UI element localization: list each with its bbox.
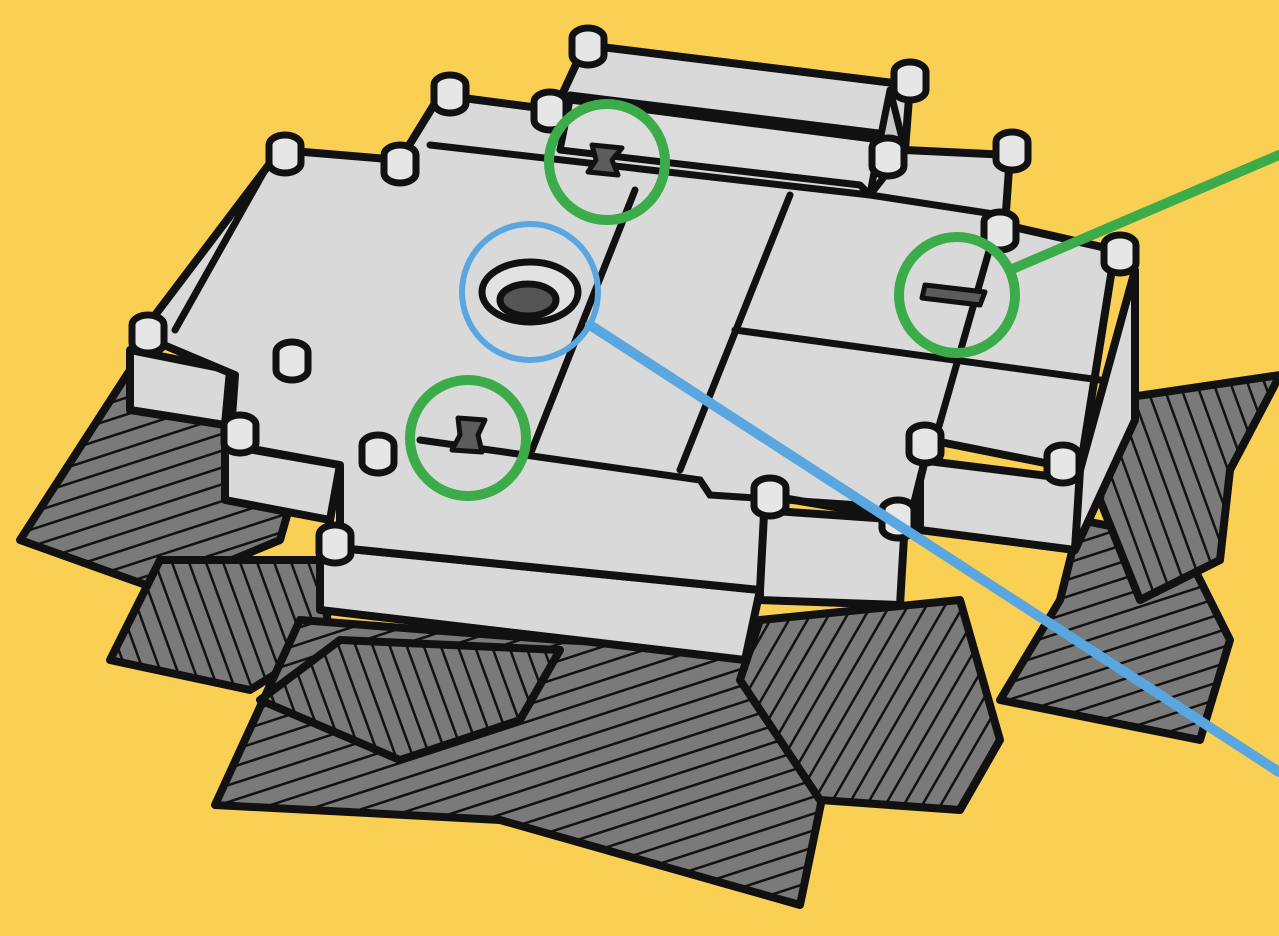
post — [276, 342, 308, 380]
post — [132, 315, 164, 353]
post — [362, 435, 394, 473]
hole-inner — [500, 284, 556, 316]
post — [319, 525, 351, 563]
post — [872, 138, 904, 176]
post — [1104, 235, 1136, 273]
post — [224, 415, 256, 453]
post — [384, 145, 416, 183]
post — [1047, 445, 1079, 483]
post — [754, 478, 786, 516]
post — [909, 425, 941, 463]
post — [894, 62, 926, 100]
post — [434, 75, 466, 113]
post — [996, 132, 1028, 170]
post — [269, 135, 301, 173]
post — [572, 28, 604, 65]
roof-hole — [482, 262, 578, 322]
